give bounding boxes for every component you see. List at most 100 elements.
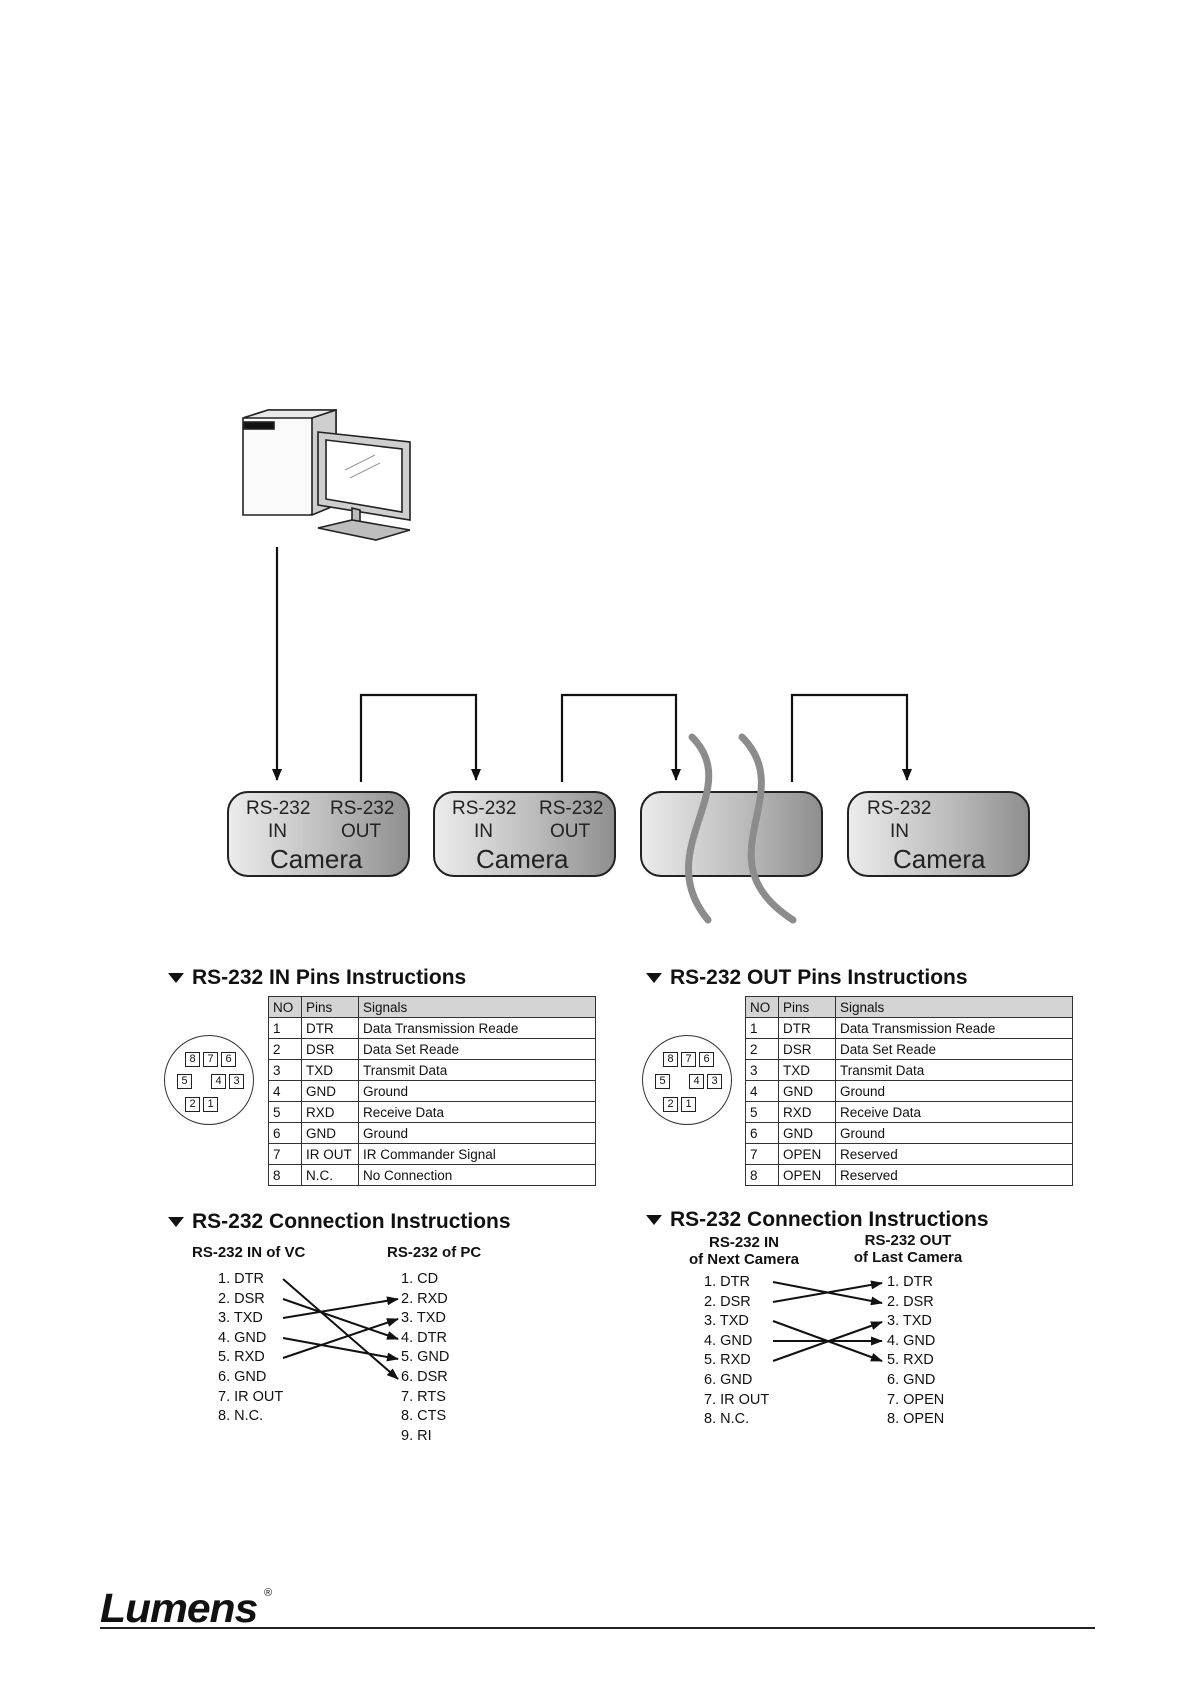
cell: Ground	[835, 1122, 1073, 1144]
list-item: 4. DTR	[401, 1329, 447, 1346]
cell: 7	[268, 1143, 302, 1165]
list-item: 7. OPEN	[887, 1391, 945, 1408]
list-item: 5. RXD	[704, 1352, 751, 1369]
cell: 5	[268, 1101, 302, 1123]
list-item: 1. CD	[401, 1271, 439, 1287]
list-item: 6. GND	[704, 1371, 753, 1388]
list-item: 3. TXD	[704, 1313, 749, 1330]
cell: TXD	[301, 1059, 359, 1081]
conn-left-title: RS-232 Connection Instructions	[168, 1210, 511, 1234]
conn-left-pc-list: 1. CD 2. RXD 3. TXD 4. DTR 5. GND 6. DSR…	[401, 1270, 449, 1446]
list-item: 6. GND	[218, 1368, 267, 1385]
cell: Transmit Data	[358, 1059, 596, 1081]
cell: RXD	[301, 1101, 359, 1123]
pin-label: 6	[699, 1052, 714, 1067]
pin-label: 3	[229, 1074, 244, 1089]
cell: DSR	[301, 1038, 359, 1060]
cell: Reserved	[835, 1164, 1073, 1186]
list-item: 1. DTR	[218, 1271, 264, 1287]
cell: 3	[745, 1059, 779, 1081]
list-item: 5. GND	[401, 1349, 450, 1366]
cell: Reserved	[835, 1143, 1073, 1165]
cell: 5	[745, 1101, 779, 1123]
cell: Data Transmission Reade	[835, 1017, 1073, 1039]
cell: 2	[745, 1038, 779, 1060]
camera-box-2	[433, 791, 616, 877]
list-item: 5. RXD	[887, 1352, 934, 1369]
pin-label: 8	[185, 1052, 200, 1067]
cell: 4	[268, 1080, 302, 1102]
triangle-bullet-icon	[646, 1215, 662, 1226]
cell: 1	[745, 1017, 779, 1039]
cell: GND	[301, 1122, 359, 1144]
cam1-out-label: RS-232	[330, 798, 394, 819]
list-item: 2. DSR	[218, 1290, 265, 1307]
list-item: 8. CTS	[401, 1408, 447, 1425]
cam2-in-sub: IN	[474, 821, 493, 842]
cell: Ground	[358, 1122, 596, 1144]
pin-label: 2	[185, 1097, 200, 1112]
cell: GND	[778, 1122, 836, 1144]
list-item: 8. N.C.	[704, 1411, 750, 1428]
camera-box-1	[227, 791, 410, 877]
list-item: 7. IR OUT	[704, 1391, 770, 1408]
list-item: 3. TXD	[887, 1313, 932, 1330]
cell: OPEN	[778, 1143, 836, 1165]
list-item: 1. DTR	[704, 1274, 750, 1290]
cam2-title: Camera	[476, 844, 569, 874]
cell: 4	[745, 1080, 779, 1102]
cell: 7	[745, 1143, 779, 1165]
conn-left-vc-list: 1. DTR 2. DSR 3. TXD 4. GND 5. RXD 6. GN…	[218, 1270, 283, 1427]
pin-label: 2	[663, 1097, 678, 1112]
col-header-pins: Pins	[301, 996, 359, 1018]
pin-label: 5	[177, 1074, 192, 1089]
conn-right-next-list: 1. DTR 2. DSR 3. TXD 4. GND 5. RXD 6. GN…	[704, 1273, 769, 1430]
triangle-bullet-icon	[646, 973, 662, 984]
pin-label: 6	[221, 1052, 236, 1067]
cell: Data Set Reade	[835, 1038, 1073, 1060]
cell: 8	[268, 1164, 302, 1186]
conn-right-next-heading: RS-232 IN of Next Camera	[684, 1234, 804, 1268]
cam1-in-label: RS-232	[246, 798, 310, 819]
list-item: 2. DSR	[704, 1293, 751, 1310]
conn-right-last-heading: RS-232 OUT of Last Camera	[847, 1232, 969, 1266]
conn-right-title: RS-232 Connection Instructions	[646, 1208, 989, 1232]
computer-icon	[242, 408, 411, 541]
cam2-out-label: RS-232	[539, 798, 603, 819]
cell: 8	[745, 1164, 779, 1186]
col-header-signals: Signals	[835, 996, 1073, 1018]
footer-divider	[100, 1627, 1095, 1629]
list-item: 6. DSR	[401, 1368, 448, 1385]
cell: 6	[268, 1122, 302, 1144]
list-item: 2. DSR	[887, 1293, 934, 1310]
cam1-title: Camera	[270, 844, 363, 874]
cam4-title: Camera	[893, 844, 986, 874]
lumens-logo: Lumens	[100, 1585, 258, 1631]
cell: Data Transmission Reade	[358, 1017, 596, 1039]
triangle-bullet-icon	[168, 1217, 184, 1228]
cam2-out-sub: OUT	[550, 821, 591, 842]
list-item: 4. GND	[887, 1332, 936, 1349]
cable-break-icon	[685, 733, 797, 924]
cell: IR Commander Signal	[358, 1143, 596, 1165]
list-item: 3. TXD	[401, 1310, 446, 1327]
cam1-in-sub: IN	[268, 821, 287, 842]
col-header-no: NO	[268, 996, 302, 1018]
heading-line: RS-232 IN	[708, 1234, 780, 1251]
heading-line: of Last Camera	[853, 1249, 963, 1266]
registered-mark: ®	[264, 1587, 273, 1599]
cell: Ground	[358, 1080, 596, 1102]
